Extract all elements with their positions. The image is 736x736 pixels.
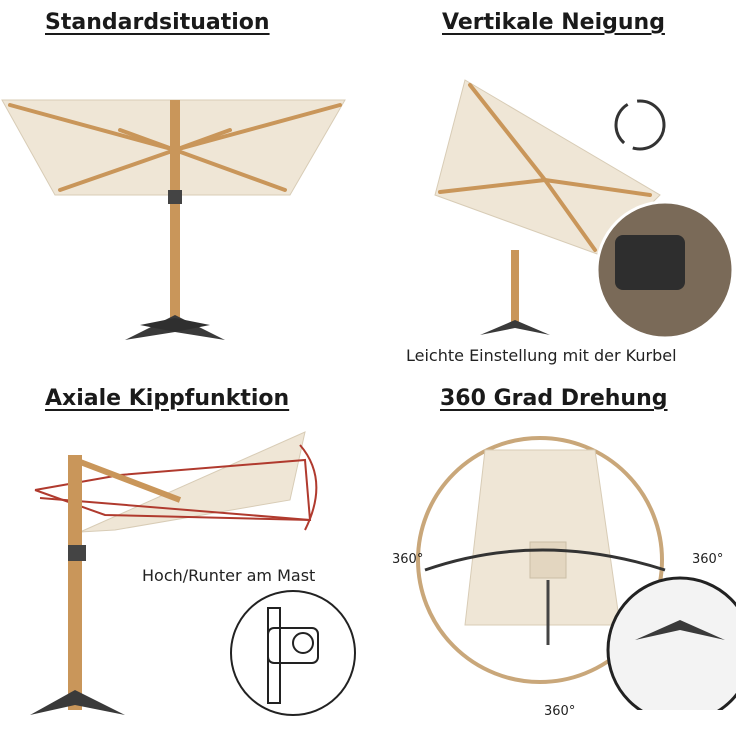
- title-vertikale-neigung: Vertikale Neigung: [442, 10, 665, 35]
- title-360-grad-drehung: 360 Grad Drehung: [440, 386, 668, 411]
- title-standardsituation: Standardsituation: [45, 10, 270, 35]
- rotation-illustration: [416, 436, 736, 710]
- rotation-label-bottom: 360°: [544, 704, 576, 719]
- rotation-label-right: 360°: [692, 552, 724, 567]
- title-axiale-kippfunktion: Axiale Kippfunktion: [45, 386, 290, 411]
- caption-hoch-runter: Hoch/Runter am Mast: [142, 566, 316, 585]
- rotation-label-left: 360°: [392, 552, 424, 567]
- standard-umbrella-illustration: [1, 99, 346, 340]
- axial-tilt-illustration: [30, 431, 318, 715]
- tilted-umbrella-illustration: [434, 79, 735, 340]
- caption-kurbel: Leichte Einstellung mit der Kurbel: [406, 346, 677, 365]
- mechanism-detail: [230, 590, 356, 716]
